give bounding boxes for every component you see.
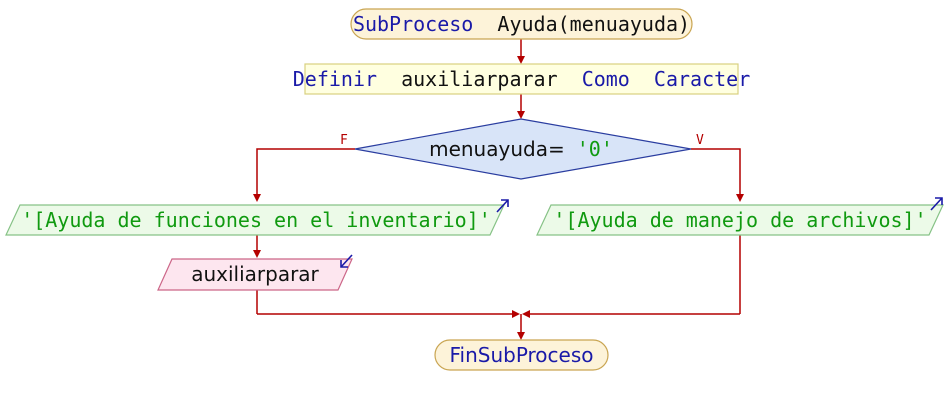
- define-variable: auxiliarparar: [401, 67, 558, 91]
- connectors: [253, 39, 744, 340]
- connector-decision-false-branch: [253, 148, 355, 202]
- define-block[interactable]: Definir auxiliarparar Como Caracter: [293, 63, 750, 95]
- svg-text:SubProceso Ayuda(menuayu: SubProceso Ayuda(menuayuda): [353, 12, 690, 36]
- decision-diamond[interactable]: menuayuda= '0': [354, 118, 692, 180]
- define-type: Caracter: [654, 67, 750, 91]
- branch-true-label: V: [696, 133, 704, 148]
- output-true-text: '[Ayuda de manejo de archivos]': [553, 208, 926, 232]
- end-terminal[interactable]: FinSubProceso: [434, 339, 609, 371]
- start-name: Ayuda(menuayuda): [497, 12, 690, 36]
- start-keyword: SubProceso: [353, 12, 473, 36]
- output-block-true[interactable]: '[Ayuda de manejo de archivos]': [536, 197, 944, 236]
- end-label: FinSubProceso: [449, 343, 593, 367]
- connector-decision-true-branch: [691, 148, 744, 202]
- input-block[interactable]: auxiliarparar: [157, 254, 353, 291]
- start-terminal[interactable]: SubProceso Ayuda(menuayuda): [350, 8, 693, 40]
- svg-text:menuayuda= '0': menuayuda= '0': [429, 137, 613, 161]
- output-false-text: '[Ayuda de funciones en el inventario]': [21, 208, 491, 232]
- input-variable: auxiliarparar: [191, 262, 319, 286]
- svg-text:Definir auxiliarparar: Definir auxiliarparar Como Caracter: [293, 67, 750, 91]
- branch-false-label: F: [340, 133, 348, 148]
- output-arrow-icon: [930, 197, 943, 211]
- output-block-false[interactable]: '[Ayuda de funciones en el inventario]': [5, 199, 509, 236]
- decision-literal: '0': [577, 137, 613, 161]
- output-arrow-icon: [496, 199, 509, 213]
- decision-variable: menuayuda=: [429, 137, 565, 161]
- input-arrow-icon: [340, 254, 353, 268]
- define-keyword: Definir: [293, 67, 377, 91]
- define-keyword-como: Como: [582, 67, 630, 91]
